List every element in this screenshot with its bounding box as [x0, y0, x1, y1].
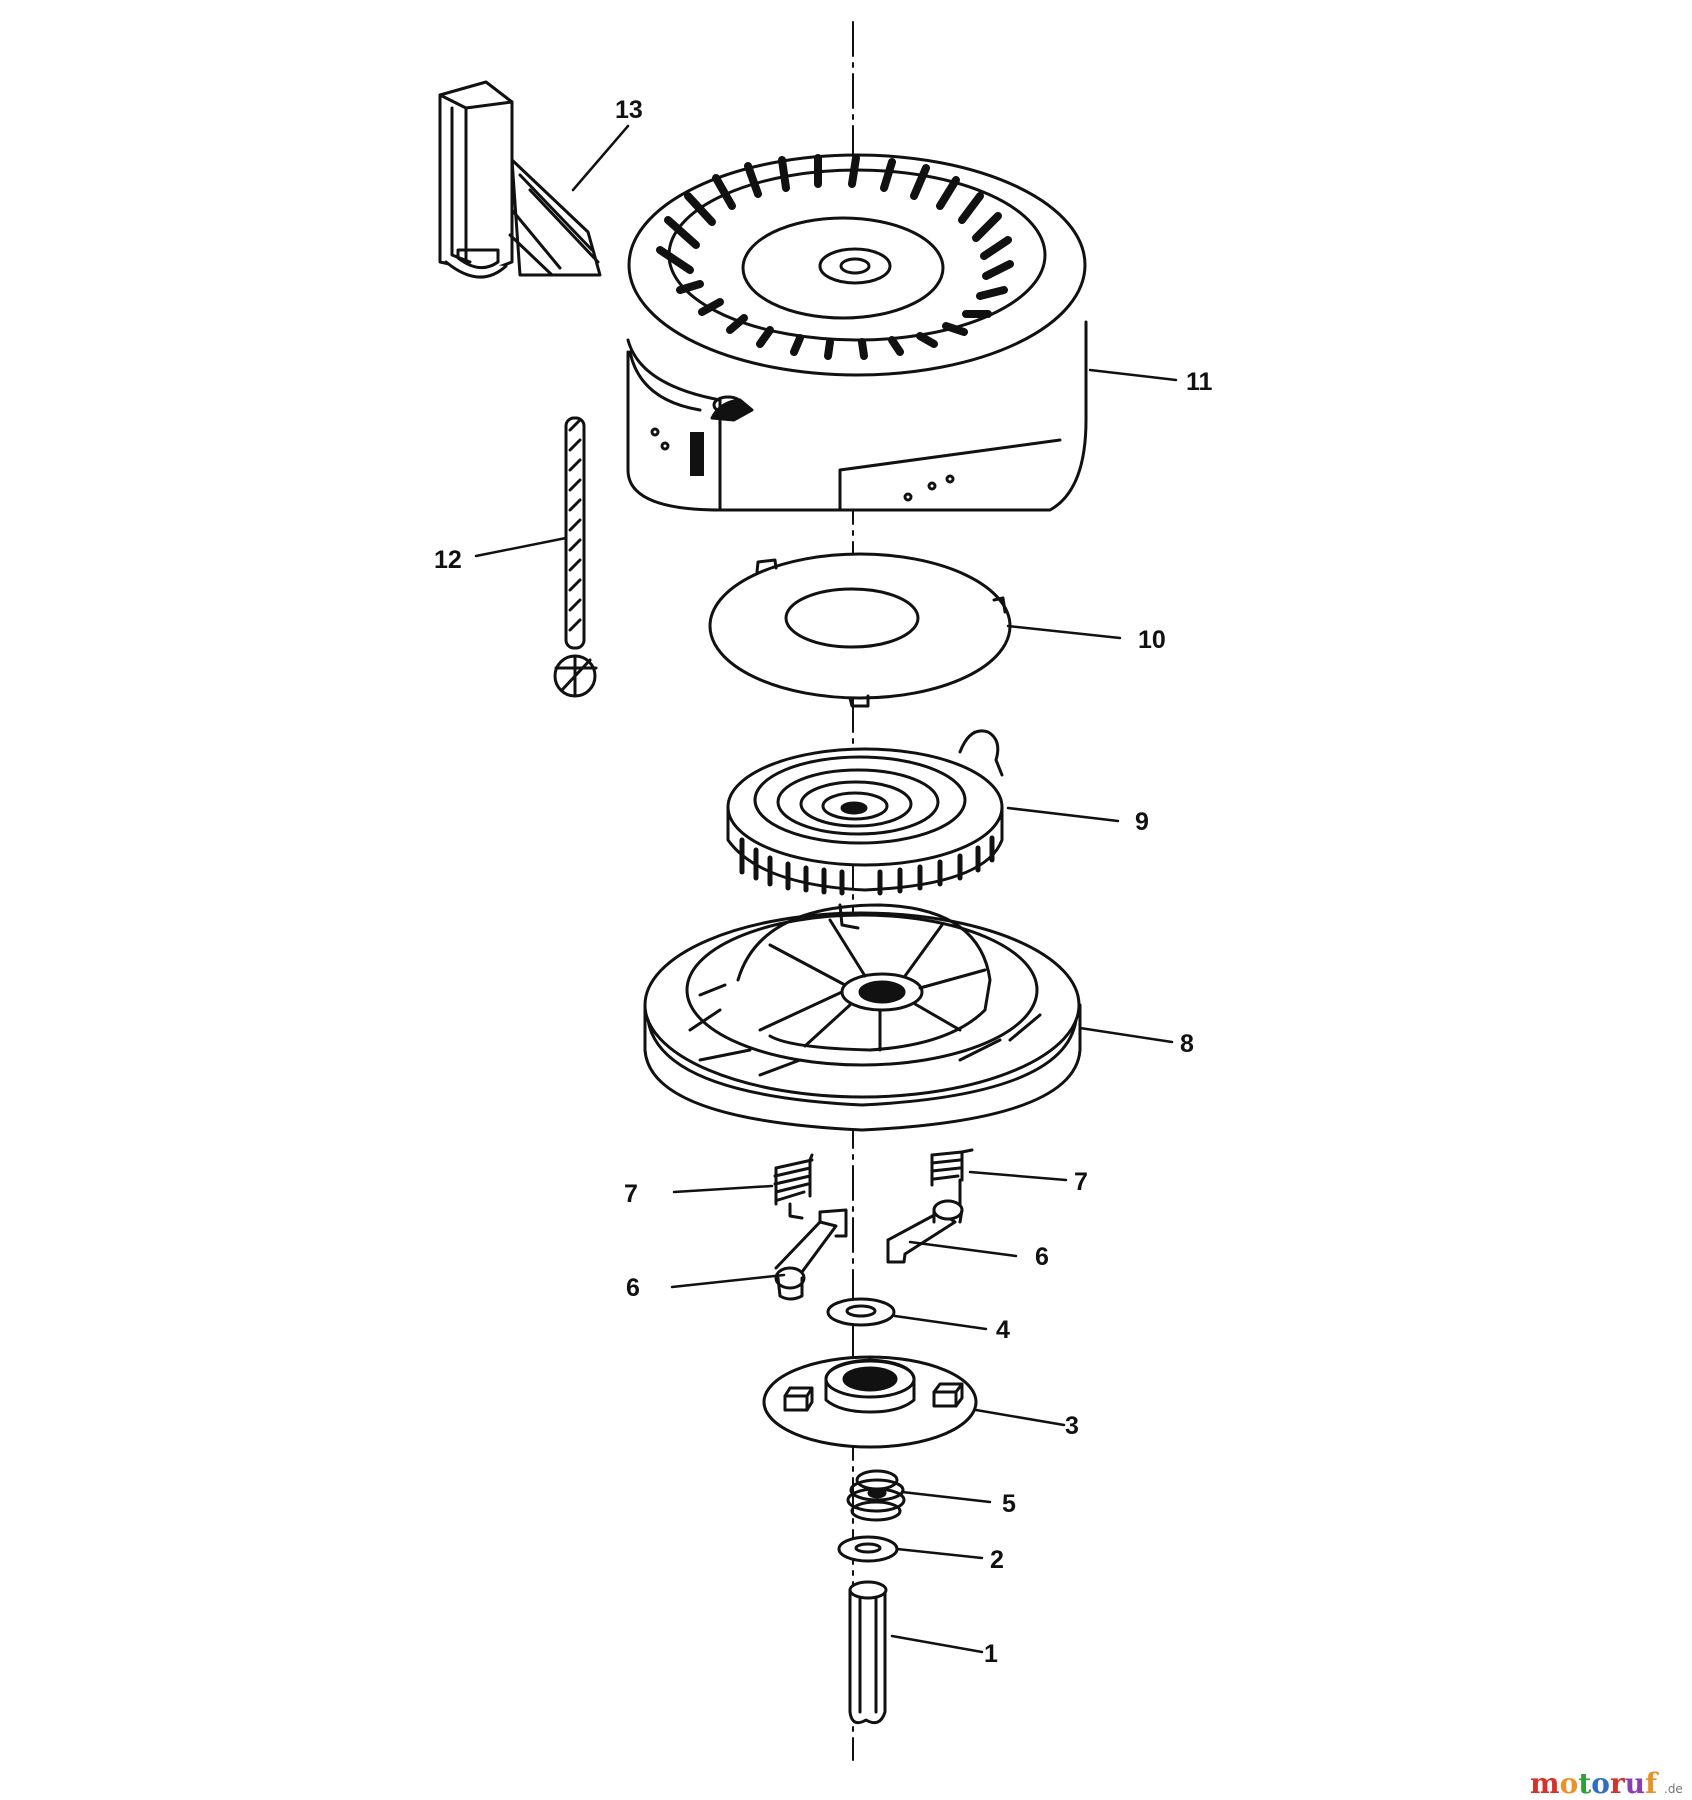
- watermark-letter: o: [1591, 1767, 1610, 1800]
- callout-label-5: 5: [1002, 1490, 1016, 1518]
- leader-lines: [474, 124, 1178, 1654]
- starter-housing-icon: [626, 153, 1088, 512]
- pin-icon: [848, 1580, 888, 1725]
- callout-label-7-right: 7: [1074, 1168, 1088, 1196]
- handle-icon: [438, 80, 602, 279]
- watermark-letter: f: [1645, 1767, 1659, 1800]
- spring-cover-icon: [708, 552, 1012, 708]
- pulley-icon: [643, 903, 1082, 1132]
- callout-label-1: 1: [984, 1640, 998, 1668]
- rope-knot-icon: [553, 654, 598, 698]
- callout-label-11: 11: [1186, 368, 1213, 396]
- svg-text:motoruf: motoruf: [1530, 1767, 1659, 1800]
- callout-label-2: 2: [990, 1546, 1004, 1574]
- callout-label-10: 10: [1138, 626, 1166, 654]
- watermark-letter: r: [1610, 1767, 1626, 1800]
- watermark-letter: o: [1560, 1767, 1579, 1800]
- watermark-letter: u: [1625, 1767, 1645, 1800]
- callout-label-13: 13: [615, 96, 643, 124]
- retainer-plate-icon: [762, 1355, 978, 1449]
- rope-icon: [553, 416, 598, 698]
- watermark-letter: t: [1578, 1767, 1591, 1800]
- rewind-spring-icon: [726, 729, 1004, 896]
- pawl-spring-icon: [930, 1148, 974, 1207]
- spring-icon: [846, 1469, 906, 1522]
- washer-icon: [826, 1297, 896, 1327]
- pawl-icon: [774, 1208, 848, 1301]
- pawl-spring-icon: [773, 1153, 814, 1220]
- pawl-icon: [886, 1199, 964, 1264]
- callout-labels: 13 11 12 10 9 8 7 7 6 6 4 3 5 2 1: [434, 96, 1213, 1668]
- callout-label-6-left: 6: [626, 1274, 640, 1302]
- callout-label-6-right: 6: [1035, 1243, 1049, 1271]
- washer-icon: [837, 1535, 899, 1563]
- callout-label-7-left: 7: [624, 1180, 638, 1208]
- watermark-letter: m: [1530, 1767, 1560, 1800]
- callout-label-3: 3: [1065, 1412, 1079, 1440]
- watermark-suffix: .de: [1664, 1782, 1683, 1796]
- callout-label-12: 12: [434, 546, 462, 574]
- callout-label-4: 4: [996, 1316, 1010, 1344]
- callout-label-8: 8: [1180, 1030, 1194, 1058]
- callout-label-9: 9: [1135, 808, 1149, 836]
- watermark-logo: motoruf .de: [1530, 1767, 1683, 1800]
